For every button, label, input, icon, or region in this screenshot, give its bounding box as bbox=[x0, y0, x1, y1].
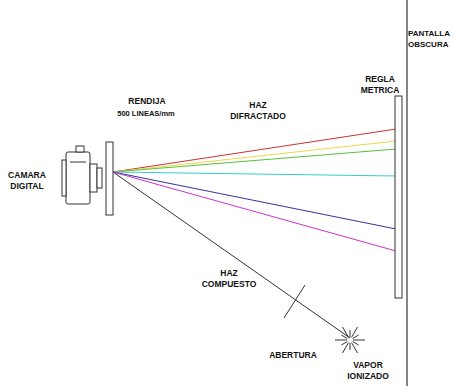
camera-back bbox=[62, 160, 66, 196]
camera-body bbox=[66, 152, 90, 204]
screen-line bbox=[406, 0, 407, 386]
ruler bbox=[395, 96, 402, 298]
part-label: 500 LINEAS/mm bbox=[104, 108, 188, 119]
part-label: PANTALLA OBSCURA bbox=[408, 28, 452, 50]
part-label: CAMARA DIGITAL bbox=[2, 170, 52, 192]
part-label: VAPOR IONIZADO bbox=[336, 360, 400, 382]
vapor-source bbox=[335, 327, 365, 353]
part-label: REGLA METRICA bbox=[352, 74, 408, 96]
red-beam bbox=[113, 129, 396, 172]
vapor-ray bbox=[352, 343, 358, 353]
green-beam bbox=[113, 149, 396, 172]
vapor-ray bbox=[353, 335, 359, 339]
part-label: HAZ COMPUESTO bbox=[196, 268, 262, 290]
blue-beam bbox=[113, 172, 396, 229]
vapor-ray bbox=[341, 335, 347, 339]
composite-beam bbox=[113, 172, 350, 338]
part-label: HAZ DIFRACTADO bbox=[222, 100, 294, 122]
aperture bbox=[284, 285, 305, 318]
violet-beam bbox=[113, 172, 396, 251]
vapor-ray bbox=[353, 342, 359, 346]
diffracted-beams bbox=[113, 129, 396, 251]
grating bbox=[106, 142, 113, 215]
vapor-ray bbox=[353, 340, 365, 341]
part-label: ABERTURA bbox=[262, 350, 324, 361]
vapor-ray bbox=[335, 340, 347, 341]
yellow-beam bbox=[113, 141, 396, 172]
vapor-ray bbox=[350, 343, 351, 350]
camera-detail bbox=[70, 162, 86, 163]
camera-lens bbox=[90, 164, 97, 192]
camera bbox=[62, 146, 102, 204]
vapor-ray bbox=[350, 330, 351, 337]
part-label: RENDIJA bbox=[112, 96, 182, 107]
camera-button bbox=[76, 146, 84, 152]
vapor-ray bbox=[341, 342, 347, 346]
vapor-ray bbox=[343, 327, 349, 337]
cyan-beam bbox=[113, 172, 396, 176]
camera-lens-front bbox=[97, 168, 102, 188]
